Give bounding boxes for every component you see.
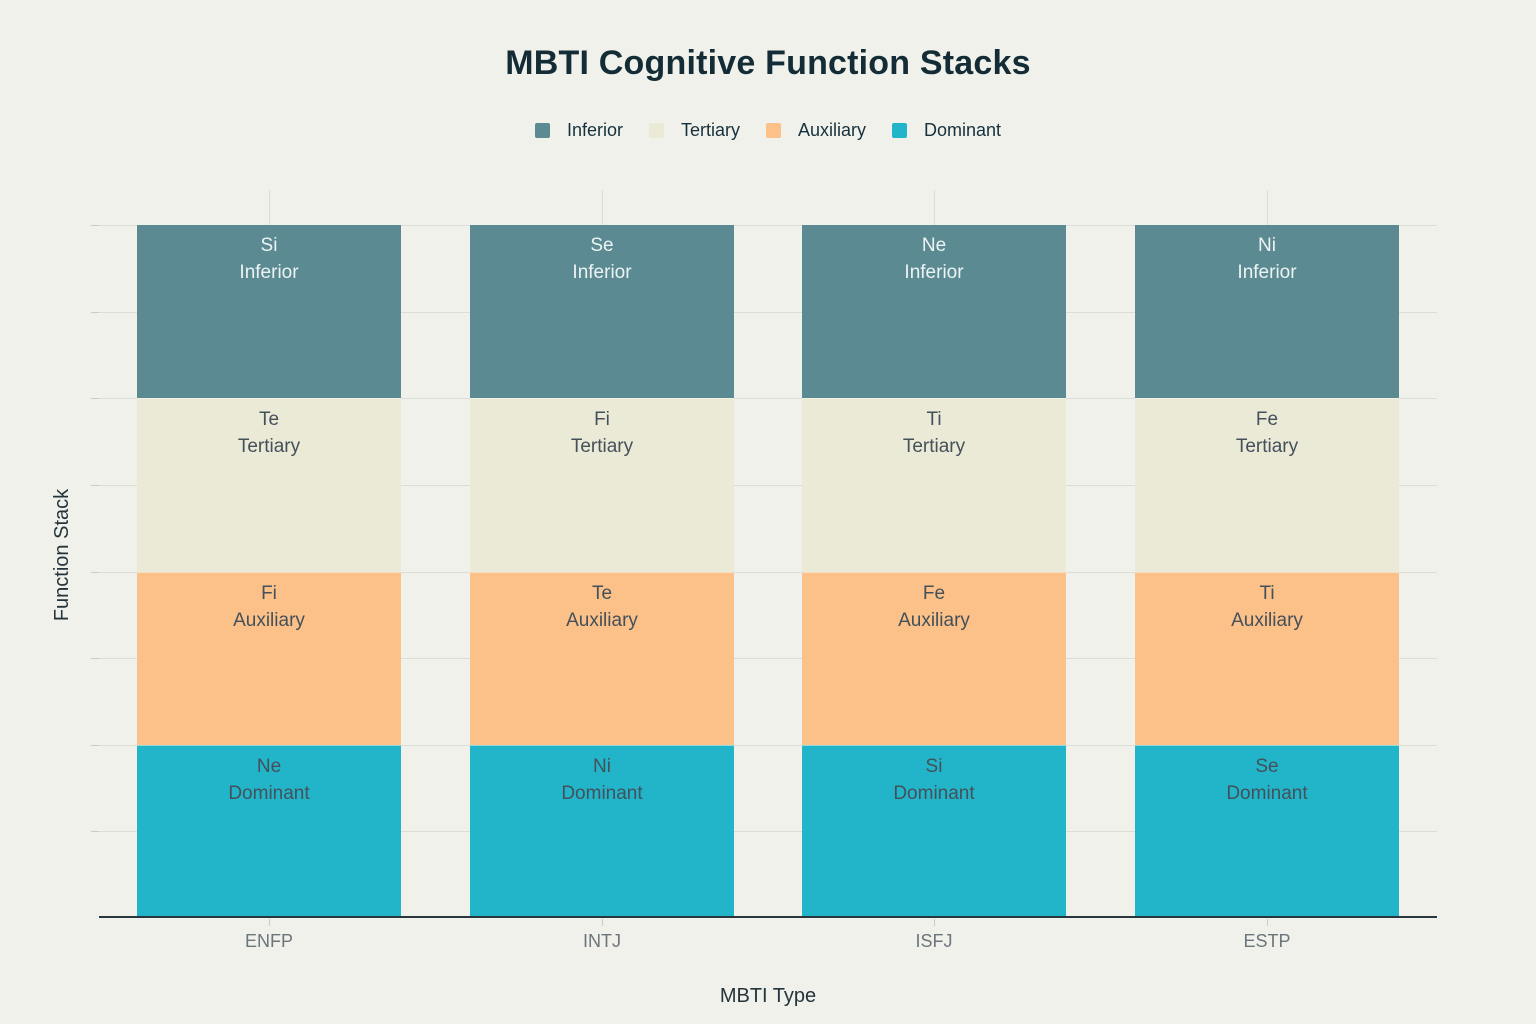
legend-swatch-dominant <box>892 122 908 138</box>
legend-label-dominant: Dominant <box>924 120 1002 140</box>
y-axis-tick <box>91 831 99 832</box>
legend-item-inferior: Inferior <box>534 119 623 141</box>
segment-role-label: Auxiliary <box>1231 609 1303 631</box>
y-axis-tick <box>91 312 99 313</box>
gridline-y-3.5 <box>99 312 1437 313</box>
legend-item-auxiliary: Auxiliary <box>765 119 867 141</box>
legend-swatch-inferior <box>534 122 550 138</box>
segment-function-label: Ni <box>593 755 611 777</box>
y-axis-tick <box>91 225 99 226</box>
chart-title: MBTI Cognitive Function Stacks <box>505 44 1031 82</box>
category-label-intj: INTJ <box>583 931 621 951</box>
plot-area: Si Inferior Te Tertiary Fi Auxiliary Ne … <box>91 190 1437 951</box>
bar-intj-segment-inferior: Se Inferior <box>470 225 734 399</box>
segment-role-label: Dominant <box>893 782 975 804</box>
bar-enfp: Si Inferior Te Tertiary Fi Auxiliary Ne … <box>137 225 401 918</box>
segment-function-label: Ni <box>1258 235 1276 256</box>
bar-enfp-segment-tertiary: Te Tertiary <box>137 398 401 572</box>
legend-label-tertiary: Tertiary <box>680 120 740 140</box>
category-label-enfp: ENFP <box>244 931 294 951</box>
bar-estp: Ni Inferior Fe Tertiary Ti Auxiliary Se … <box>1135 225 1399 918</box>
bar-estp-segment-tertiary: Fe Tertiary <box>1135 398 1399 572</box>
segment-role-label: Auxiliary <box>233 609 305 631</box>
bar-isfj-segment-tertiary: Ti Tertiary <box>802 398 1066 572</box>
legend: Inferior Tertiary Auxiliary Dominant <box>0 119 1536 141</box>
y-axis-tick <box>91 398 99 399</box>
legend-item-tertiary: Tertiary <box>648 119 740 141</box>
bar-intj-segment-dominant: Ni Dominant <box>470 744 734 918</box>
segment-role-label: Auxiliary <box>566 609 638 631</box>
bar-isfj: Ne Inferior Ti Tertiary Fe Auxiliary Si … <box>802 225 1066 918</box>
legend-label-auxiliary: Auxiliary <box>797 120 867 140</box>
bar-enfp-segment-dominant: Ne Dominant <box>137 744 401 918</box>
segment-function-label: Fi <box>594 409 610 431</box>
bar-estp-segment-auxiliary: Ti Auxiliary <box>1135 571 1399 745</box>
legend-swatch-tertiary <box>648 122 664 138</box>
bar-isfj-segment-inferior: Ne Inferior <box>802 225 1066 399</box>
segment-role-label: Inferior <box>572 262 632 283</box>
segment-role-label: Inferior <box>904 262 964 283</box>
gridline-y-2.5 <box>99 485 1437 486</box>
segment-function-label: Ti <box>926 409 942 431</box>
bar-intj: Se Inferior Fi Tertiary Te Auxiliary Ni … <box>470 225 734 918</box>
x-axis-line <box>99 916 1437 918</box>
bar-isfj-segment-auxiliary: Fe Auxiliary <box>802 571 1066 745</box>
bar-intj-segment-auxiliary: Te Auxiliary <box>470 571 734 745</box>
segment-function-label: Si <box>925 755 943 777</box>
bar-enfp-segment-auxiliary: Fi Auxiliary <box>137 571 401 745</box>
legend-item-dominant: Dominant <box>892 119 1001 141</box>
segment-function-label: Se <box>1255 755 1279 777</box>
x-axis-tick <box>1267 919 1268 926</box>
x-axis-title: MBTI Type <box>719 985 817 1007</box>
gridline-y-4.0 <box>99 225 1437 226</box>
segment-role-label: Dominant <box>561 782 643 804</box>
segment-function-label: Se <box>590 235 614 256</box>
segment-function-label: Te <box>258 409 280 431</box>
bar-estp-segment-inferior: Ni Inferior <box>1135 225 1399 399</box>
bar-intj-segment-tertiary: Fi Tertiary <box>470 398 734 572</box>
y-axis-tick <box>91 572 99 573</box>
segment-role-label: Auxiliary <box>898 609 970 631</box>
segment-function-label: Te <box>591 582 613 604</box>
y-axis-tick <box>91 658 99 659</box>
bar-enfp-segment-inferior: Si Inferior <box>137 225 401 399</box>
gridline-y-3.0 <box>99 398 1437 399</box>
y-axis-title: Function Stack <box>51 488 73 622</box>
segment-function-label: Ne <box>921 235 947 256</box>
segment-function-label: Fi <box>261 582 277 604</box>
category-label-isfj: ISFJ <box>915 931 953 951</box>
segment-role-label: Tertiary <box>237 436 301 458</box>
segment-role-label: Tertiary <box>570 436 634 458</box>
y-axis-tick <box>91 485 99 486</box>
legend-swatch-auxiliary <box>765 122 781 138</box>
category-label-estp: ESTP <box>1243 931 1291 951</box>
x-axis-tick <box>934 919 935 926</box>
segment-role-label: Inferior <box>239 262 299 283</box>
bar-estp-segment-dominant: Se Dominant <box>1135 744 1399 918</box>
bar-isfj-segment-dominant: Si Dominant <box>802 744 1066 918</box>
segment-function-label: Ne <box>256 755 282 777</box>
x-axis-tick <box>269 919 270 926</box>
segment-function-label: Si <box>260 235 278 256</box>
segment-role-label: Dominant <box>1226 782 1308 804</box>
segment-role-label: Tertiary <box>1235 436 1299 458</box>
y-axis-tick <box>91 745 99 746</box>
segment-role-label: Tertiary <box>902 436 966 458</box>
gridline-y-1.5 <box>99 658 1437 659</box>
segment-function-label: Fe <box>1255 409 1279 431</box>
gridline-y-0.5 <box>99 831 1437 832</box>
segment-role-label: Dominant <box>228 782 310 804</box>
segment-function-label: Fe <box>922 582 946 604</box>
segment-function-label: Ti <box>1259 582 1275 604</box>
segment-role-label: Inferior <box>1237 262 1297 283</box>
gridline-y-1.0 <box>99 745 1437 746</box>
legend-label-inferior: Inferior <box>566 120 623 140</box>
x-axis-tick <box>602 919 603 926</box>
gridline-y-2.0 <box>99 572 1437 573</box>
